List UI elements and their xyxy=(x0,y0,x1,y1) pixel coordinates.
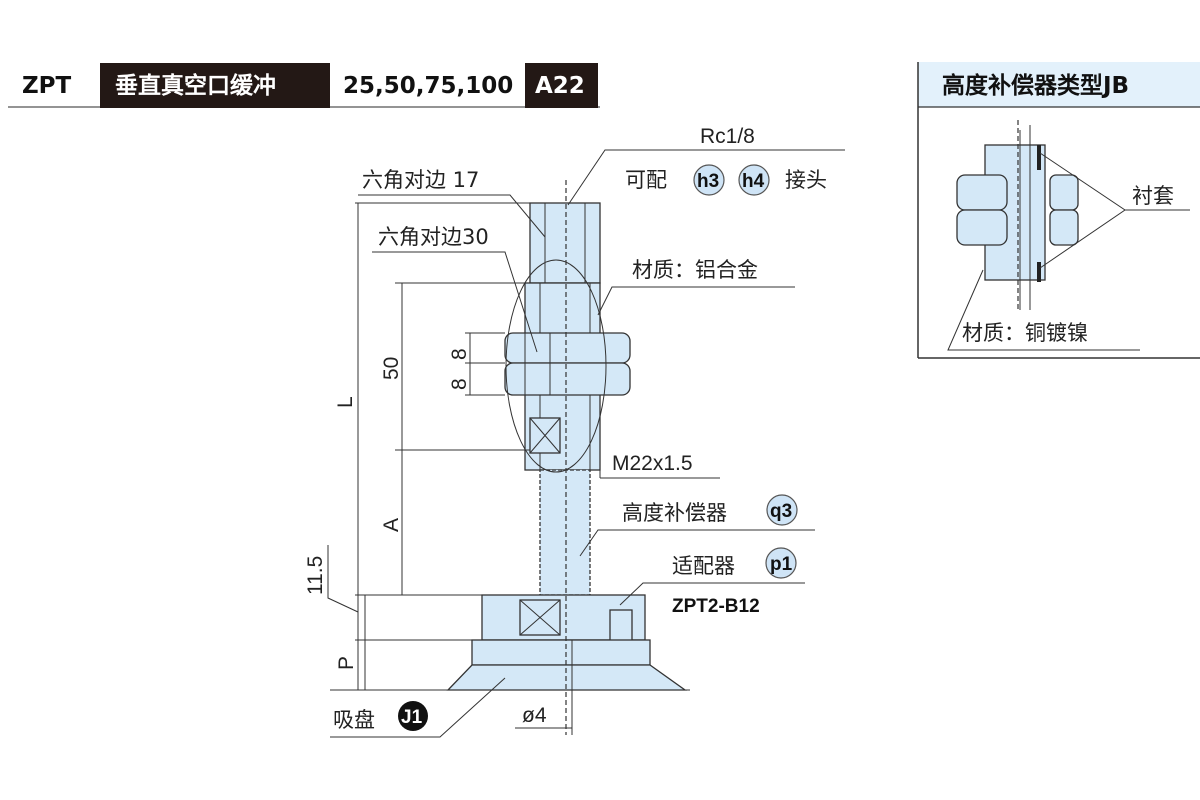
material-label: 材质：铝合金 xyxy=(632,258,758,282)
type-label: 垂直真空口缓冲 xyxy=(115,72,276,99)
fitting-suffix: 接头 xyxy=(785,168,827,192)
badge-h3: h3 xyxy=(697,171,719,192)
badge-j1: J1 xyxy=(401,707,423,728)
dim-P: P xyxy=(335,656,358,670)
series-label: ZPT xyxy=(22,73,72,99)
dim-50: 50 xyxy=(380,357,403,380)
badge-h4: h4 xyxy=(742,171,765,192)
callouts: Rc1/8 可配 h3 h4 接头 六角对边 17 六角对边30 材质：铝合金 … xyxy=(330,125,845,738)
dim-8-lower: 8 xyxy=(448,378,471,390)
bushing-label: 衬套 xyxy=(1132,184,1174,208)
code-label: A22 xyxy=(535,73,585,99)
badge-p1: p1 xyxy=(770,554,793,575)
dimensions: L 50 A 8 8 P 11.5 xyxy=(304,202,690,691)
pad-label: 吸盘 xyxy=(333,708,375,732)
adapter-model: ZPT2-B12 xyxy=(672,596,760,617)
inset-panel: 高度补偿器类型JB 衬套 材质：铜镀镍 xyxy=(917,62,1200,359)
inset-title: 高度补偿器类型JB xyxy=(942,72,1129,99)
thread-label: M22x1.5 xyxy=(612,452,693,475)
badge-q3: q3 xyxy=(770,501,792,522)
dim-11-5: 11.5 xyxy=(304,556,327,595)
compensator-label: 高度补偿器 xyxy=(622,501,727,525)
dim-8-upper: 8 xyxy=(448,348,471,360)
bore-label: ø4 xyxy=(522,704,547,727)
hex17-label: 六角对边 17 xyxy=(362,168,479,192)
dim-L: L xyxy=(334,396,357,408)
fitting-prefix: 可配 xyxy=(625,168,667,192)
strokes-label: 25,50,75,100 xyxy=(343,73,513,99)
inset-material-label: 材质：铜镀镍 xyxy=(962,321,1088,345)
assembly-drawing xyxy=(446,180,688,735)
port-label: Rc1/8 xyxy=(700,125,755,148)
title-bar: ZPT 垂直真空口缓冲 25,50,75,100 A22 xyxy=(8,63,600,108)
dim-A: A xyxy=(380,518,403,532)
adapter-label: 适配器 xyxy=(672,554,735,578)
hex30-label: 六角对边30 xyxy=(378,225,489,249)
